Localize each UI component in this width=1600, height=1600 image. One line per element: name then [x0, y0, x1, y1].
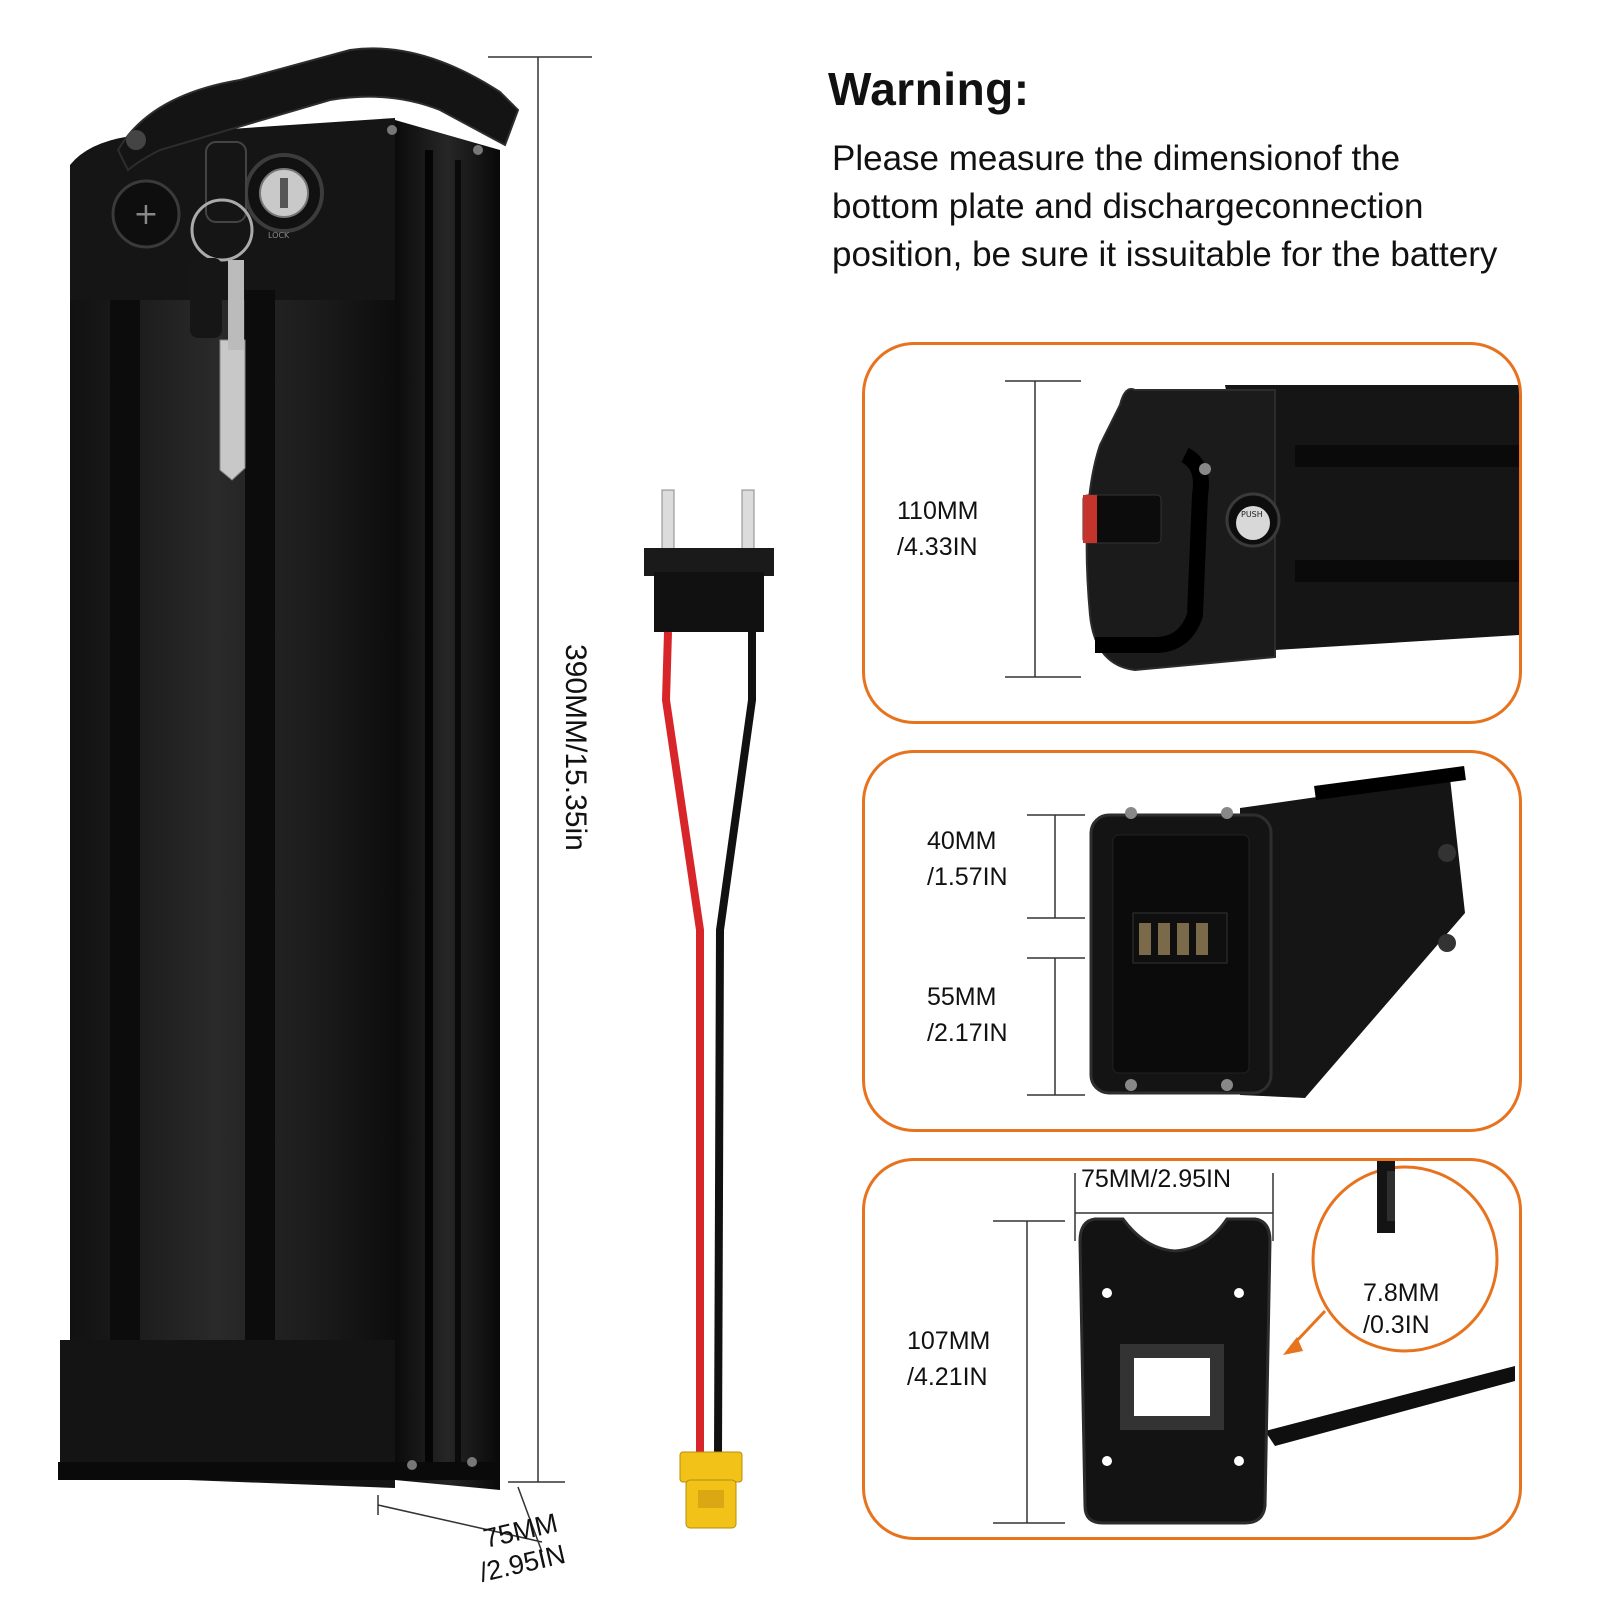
screw-hole-icon	[1102, 1456, 1112, 1466]
panel-plate-detail: 75MM/2.95IN 107MM /4.21IN 7.8MM /0.3IN	[862, 1158, 1522, 1540]
battery-rail-groove	[425, 150, 433, 1480]
lower-offset-label-in: /2.17IN	[927, 1019, 1008, 1047]
body-groove	[245, 290, 275, 1340]
warning-line: bottom plate and dischargeconnection	[832, 187, 1424, 226]
discharge-connector	[644, 548, 774, 576]
battery-illustration: + LOCK 390MM/15.35in 75MM /2.95IN	[58, 47, 774, 1588]
battery-bottom-plate	[58, 1462, 498, 1480]
panel-height-detail: PUSH 110MM /4.33IN	[862, 342, 1522, 724]
connector-pin-icon	[741, 489, 755, 551]
warning-line: position, be sure it issuitable for the …	[832, 235, 1498, 274]
screw-hole-icon	[1102, 1288, 1112, 1298]
screw-icon	[1221, 1079, 1233, 1091]
screw-icon	[1125, 1079, 1137, 1091]
battery-bottom-cap	[60, 1340, 395, 1488]
dimension-line	[517, 1486, 543, 1553]
connector-pin-icon	[661, 489, 675, 551]
screw-icon	[467, 1457, 477, 1467]
upper-offset-label-mm: 40MM	[927, 827, 997, 855]
plate-thickness-label-mm: 7.8MM	[1363, 1279, 1440, 1307]
battery-main-body	[70, 300, 395, 1340]
handle-pivot-icon	[126, 130, 146, 150]
end-cap-handle	[1095, 447, 1209, 653]
height-label-in: /4.33IN	[897, 533, 978, 561]
screw-icon	[1438, 934, 1456, 952]
lower-offset-label-mm: 55MM	[927, 983, 997, 1011]
panel-terminal-detail: 40MM /1.57IN 55MM /2.17IN	[862, 750, 1522, 1132]
mounting-plate-illustration	[993, 1161, 1515, 1525]
battery-side-rail	[395, 120, 500, 1490]
battery-front-illustration: PUSH	[1005, 380, 1519, 678]
screw-icon	[1125, 807, 1137, 819]
screw-icon	[473, 145, 483, 155]
key-blade-icon	[219, 339, 246, 481]
dimension-line	[377, 1504, 543, 1543]
plate-width-label: 75MM/2.95IN	[1081, 1165, 1232, 1193]
mounting-rail	[1265, 1366, 1515, 1446]
height-dimension-label: 390MM/15.35in	[559, 644, 592, 851]
plate-height-label-mm: 107MM	[907, 1327, 991, 1355]
screw-icon	[387, 125, 397, 135]
screw-icon	[1438, 844, 1456, 862]
battery-side-body	[1240, 778, 1465, 1098]
upper-offset-label-in: /1.57IN	[927, 863, 1008, 891]
battery-handle	[116, 47, 520, 172]
warning-line: Please measure the dimensionof the	[832, 139, 1401, 178]
key-ring-icon	[190, 198, 254, 262]
plate-window-icon	[1120, 1344, 1224, 1430]
plate-height-label-in: /4.21IN	[907, 1363, 988, 1391]
screw-icon	[407, 1460, 417, 1470]
key-head-icon	[190, 258, 222, 338]
warning-title: Warning:	[828, 63, 1030, 115]
push-button-text: PUSH	[1241, 510, 1263, 519]
detail-callout-circle	[1311, 1165, 1499, 1353]
screw-hole-icon	[1234, 1456, 1244, 1466]
charge-port-icon	[111, 179, 181, 249]
height-label-mm: 110MM	[897, 497, 979, 525]
battery-base-illustration	[1027, 766, 1466, 1098]
discharge-connector-body	[654, 572, 764, 632]
red-wire	[661, 631, 704, 1455]
screw-icon	[1221, 807, 1233, 819]
battery-rail-groove-2	[455, 160, 461, 1480]
plate-thickness-label-in: /0.3IN	[1363, 1311, 1430, 1339]
lock-text: LOCK	[268, 231, 290, 240]
body-groove	[110, 300, 140, 1340]
xt60-connector-icon	[679, 1451, 743, 1483]
plus-sign-icon: +	[133, 197, 158, 232]
screw-icon	[1199, 463, 1211, 475]
key-head-icon	[205, 141, 247, 223]
black-wire	[714, 632, 756, 1456]
screw-hole-icon	[1234, 1288, 1244, 1298]
